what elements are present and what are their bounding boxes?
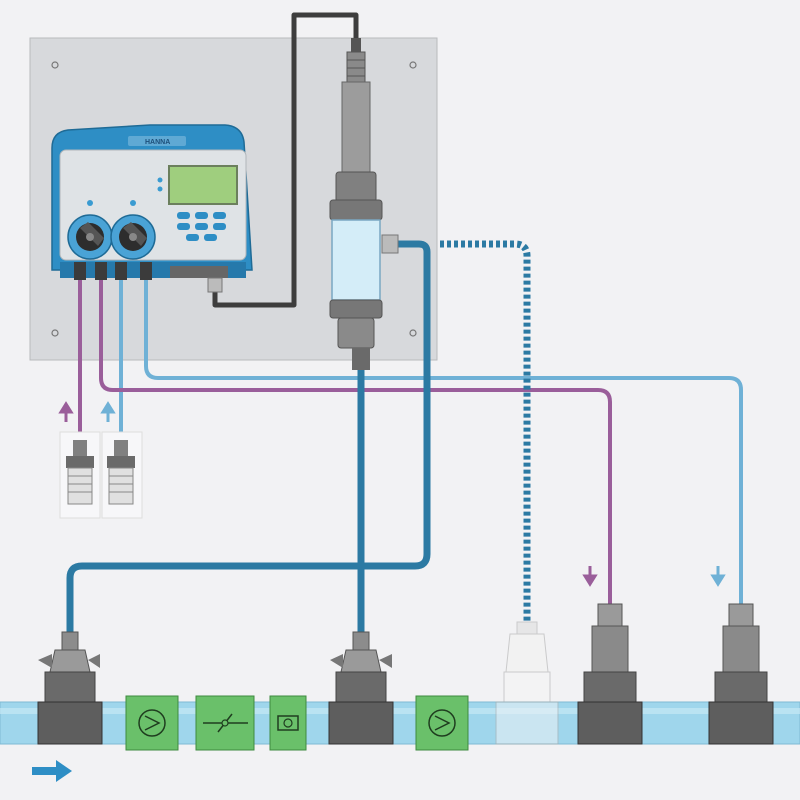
terminal-block (170, 266, 228, 278)
electrode-cap (351, 38, 361, 52)
status-led (157, 177, 163, 183)
booster-pump (415, 695, 469, 751)
acid-injection-valve (577, 603, 643, 745)
keypad-button[interactable] (195, 212, 208, 219)
pump-icon (138, 709, 166, 737)
drain-hose (440, 240, 531, 622)
chlorine-up-arrow-icon (100, 401, 116, 422)
controller: HANNA (51, 124, 253, 293)
sample-inlet-line (66, 240, 431, 635)
panel-screw (51, 329, 59, 337)
drain-fitting (495, 621, 559, 745)
keypad-button[interactable] (195, 223, 208, 230)
electrode-body (341, 81, 371, 173)
flow-cell-outlet (381, 234, 399, 254)
keypad-button[interactable] (213, 223, 226, 230)
tube-connector (115, 262, 127, 280)
keypad-button[interactable] (213, 212, 226, 219)
sample-tap-valve (37, 631, 103, 745)
display-screen (168, 165, 238, 205)
tube-connector (74, 262, 86, 280)
acid-foot-valve (66, 440, 94, 505)
panel-screw (51, 61, 59, 69)
chlorine-injection-valve (708, 603, 774, 745)
electrode-flow-cell (329, 38, 399, 370)
circulation-pump (125, 695, 179, 751)
panel-screw (409, 61, 417, 69)
peristaltic-pump-chlorine (110, 200, 156, 260)
tube-connector (95, 262, 107, 280)
acid-injection-line (99, 280, 612, 605)
acid-up-arrow-icon (58, 401, 74, 422)
valve-icon (203, 713, 248, 733)
filter-unit (269, 695, 307, 751)
keypad-button[interactable] (177, 212, 190, 219)
right-arrow-icon (32, 760, 72, 782)
status-led (157, 186, 163, 192)
chlorine-injection-line (144, 280, 743, 605)
chlorine-down-arrow-icon (710, 566, 726, 587)
peristaltic-pump-acid (67, 200, 113, 260)
keypad-button[interactable] (186, 234, 199, 241)
check-valve (195, 695, 255, 751)
cable-gland (207, 277, 223, 293)
panel-screw (409, 329, 417, 337)
chlorine-foot-valve (107, 440, 135, 505)
pump-icon (428, 709, 456, 737)
acid-down-arrow-icon (582, 566, 598, 587)
keypad-button[interactable] (204, 234, 217, 241)
sensor-cable (212, 12, 359, 308)
return-tap-valve (328, 631, 394, 745)
flow-cell-chamber (331, 219, 381, 301)
tube-connector (140, 262, 152, 280)
flow-meter-icon (277, 715, 299, 731)
keypad-button[interactable] (177, 223, 190, 230)
brand-label: HANNA (145, 139, 170, 146)
